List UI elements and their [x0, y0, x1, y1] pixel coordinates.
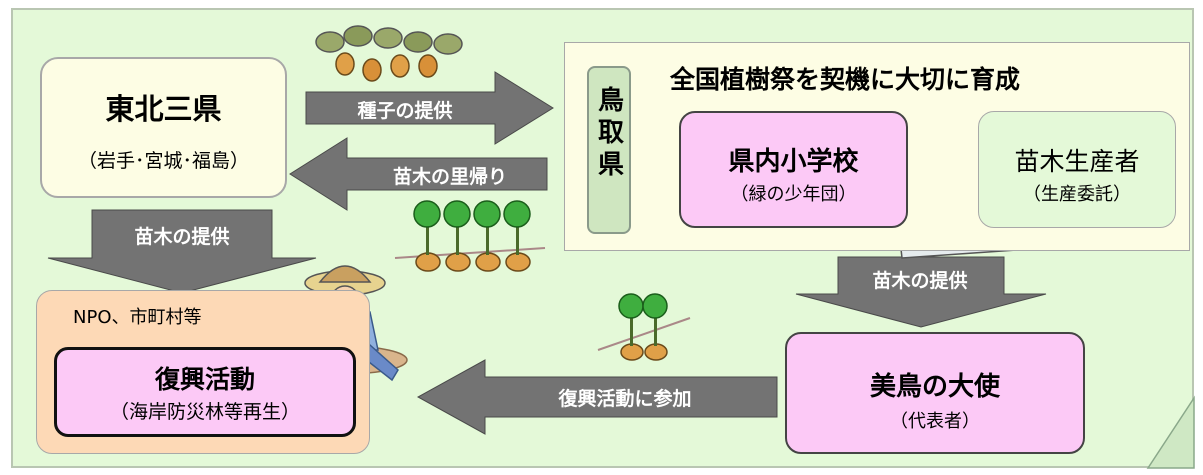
saplings-illustration	[394, 200, 546, 272]
ambassador-title: 美鳥の大使	[869, 372, 1000, 402]
tohoku-title: 東北三県	[105, 92, 222, 126]
seeds-illustration	[315, 25, 463, 82]
recovery-subtitle: （海岸防災林等再生）	[109, 401, 300, 423]
school-box: 県内小学校 （緑の少年団）	[679, 111, 908, 228]
school-subtitle: （緑の少年団）	[730, 184, 857, 205]
ambassador-box: 美鳥の大使 （代表者）	[785, 332, 1085, 454]
left-down-arrow-label: 苗木の提供	[134, 226, 230, 248]
recovery-box: 復興活動 （海岸防災林等再生）	[54, 347, 356, 437]
tottori-header: 全国植樹祭を契機に大切に育成	[670, 65, 1021, 94]
saplings-small-illustration	[597, 293, 691, 361]
return-arrow-label: 苗木の里帰り	[392, 166, 507, 188]
left-down-arrow	[47, 209, 317, 294]
school-title: 県内小学校	[728, 147, 859, 177]
tohoku-subtitle: （岩手･宮城･福島）	[77, 150, 249, 172]
recovery-title: 復興活動	[154, 365, 255, 394]
producer-title: 苗木生産者	[1014, 147, 1140, 176]
right-down-arrow-label: 苗木の提供	[872, 270, 968, 292]
tottori-vertical-label: 鳥取県	[587, 66, 631, 234]
participate-arrow	[416, 359, 778, 435]
npo-label: NPO、市町村等	[73, 307, 202, 328]
return-arrow	[289, 137, 548, 211]
participate-arrow-label: 復興活動に参加	[558, 388, 692, 410]
seed-arrow-label: 種子の提供	[357, 100, 453, 122]
page-curl	[1146, 395, 1195, 469]
producer-subtitle: （生産委託）	[1023, 184, 1131, 205]
tohoku-box: 東北三県 （岩手･宮城･福島）	[40, 57, 287, 198]
producer-box: 苗木生産者 （生産委託）	[978, 111, 1176, 228]
ambassador-subtitle: （代表者）	[890, 411, 980, 432]
seed-arrow	[305, 71, 554, 145]
right-down-arrow	[795, 256, 1047, 328]
